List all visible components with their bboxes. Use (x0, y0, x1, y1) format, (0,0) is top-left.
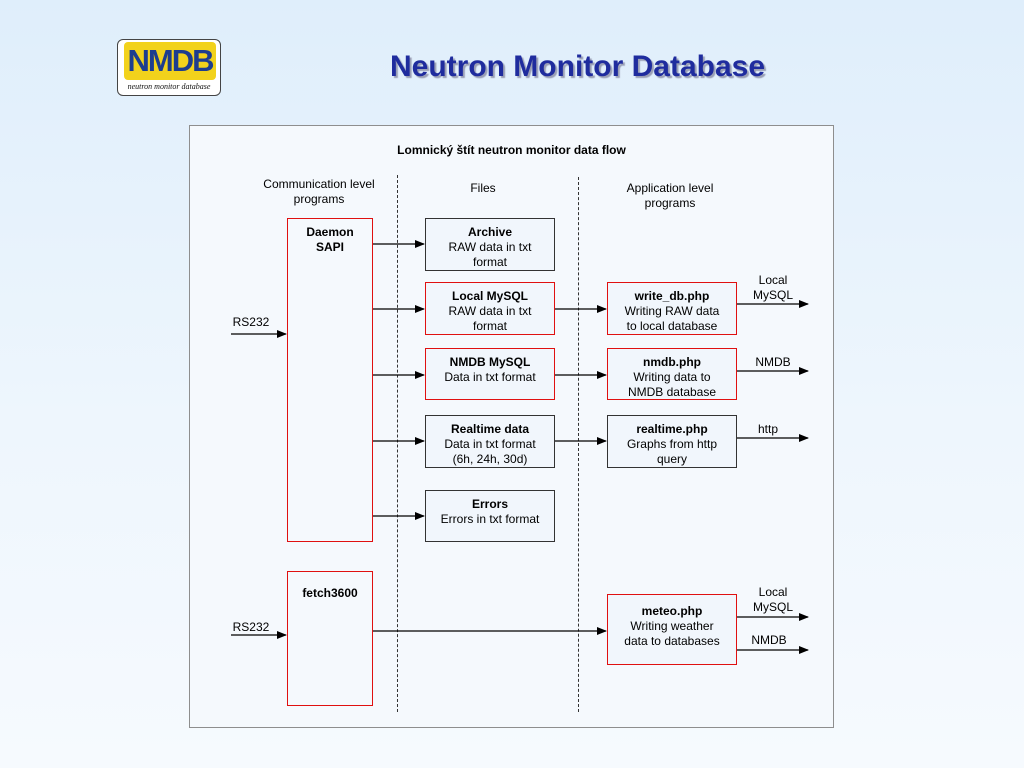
nmdb-mysql-title: NMDB MySQL (449, 355, 531, 369)
output-local-mysql-2: MySQL (752, 288, 793, 302)
meteo-php-desc-2: data to databases (624, 634, 720, 648)
realtime-php-box: realtime.php Graphs from http query (607, 415, 737, 468)
realtime-data-desc-1: Data in txt format (444, 437, 536, 451)
daemon-sapi-box: Daemon SAPI (287, 218, 373, 542)
diagram-title: Lomnický štít neutron monitor data flow (397, 143, 626, 157)
output-meteo-local-2: MySQL (752, 600, 793, 614)
write-db-desc-2: to local database (626, 319, 718, 333)
column-header-application: Application level programs (626, 181, 714, 210)
errors-desc-1: Errors in txt format (440, 512, 540, 526)
column-header-communication: Communication level programs (263, 177, 375, 206)
realtime-php-title: realtime.php (636, 422, 708, 436)
daemon-label-2: SAPI (315, 240, 344, 254)
nmdb-mysql-desc-1: Data in txt format (444, 370, 536, 384)
logo-mark: NMDB (124, 42, 216, 80)
nmdb-php-desc-1: Writing data to (633, 370, 711, 384)
local-mysql-title: Local MySQL (451, 289, 528, 303)
fetch-label: fetch3600 (302, 586, 358, 600)
meteo-php-desc-1: Writing weather (630, 619, 714, 633)
local-mysql-desc-2: format (472, 319, 507, 333)
realtime-data-desc-2: (6h, 24h, 30d) (452, 452, 528, 466)
nmdb-php-title: nmdb.php (643, 355, 701, 369)
rs232-label-bottom: RS232 (232, 620, 270, 634)
realtime-data-box: Realtime data Data in txt format (6h, 24… (425, 415, 555, 468)
meteo-php-box: meteo.php Writing weather data to databa… (607, 594, 737, 665)
local-mysql-box: Local MySQL RAW data in txt format (425, 282, 555, 335)
logo-subtitle: neutron monitor database (127, 82, 211, 91)
page-title: Neutron Monitor Database (389, 50, 766, 83)
output-meteo-local-1: Local (758, 585, 788, 599)
column-header-files: Files (470, 181, 496, 195)
column-separator-right (578, 177, 579, 712)
nmdb-logo: NMDB neutron monitor database (117, 39, 221, 96)
archive-desc-1: RAW data in txt (448, 240, 532, 254)
realtime-data-title: Realtime data (450, 422, 530, 436)
local-mysql-desc-1: RAW data in txt (448, 304, 532, 318)
daemon-label-1: Daemon (306, 225, 354, 239)
output-local-mysql-1: Local (758, 273, 788, 287)
write-db-desc-1: Writing RAW data (624, 304, 720, 318)
output-nmdb: NMDB (755, 355, 791, 369)
archive-title: Archive (467, 225, 513, 239)
nmdb-php-box: nmdb.php Writing data to NMDB database (607, 348, 737, 400)
write-db-title: write_db.php (634, 289, 710, 303)
archive-desc-2: format (472, 255, 507, 269)
output-meteo-nmdb: NMDB (751, 633, 787, 647)
errors-box: Errors Errors in txt format (425, 490, 555, 542)
logo-letters: NMDB (127, 43, 215, 78)
fetch3600-box: fetch3600 (287, 571, 373, 706)
nmdb-mysql-box: NMDB MySQL Data in txt format (425, 348, 555, 400)
write-db-box: write_db.php Writing RAW data to local d… (607, 282, 737, 335)
realtime-php-desc-2: query (656, 452, 688, 466)
realtime-php-desc-1: Graphs from http (626, 437, 718, 451)
nmdb-php-desc-2: NMDB database (627, 385, 717, 399)
column-separator-left (397, 175, 398, 712)
meteo-php-title: meteo.php (641, 604, 703, 618)
archive-box: Archive RAW data in txt format (425, 218, 555, 271)
errors-title: Errors (471, 497, 509, 511)
output-http: http (757, 422, 778, 436)
rs232-label-top: RS232 (232, 315, 270, 329)
